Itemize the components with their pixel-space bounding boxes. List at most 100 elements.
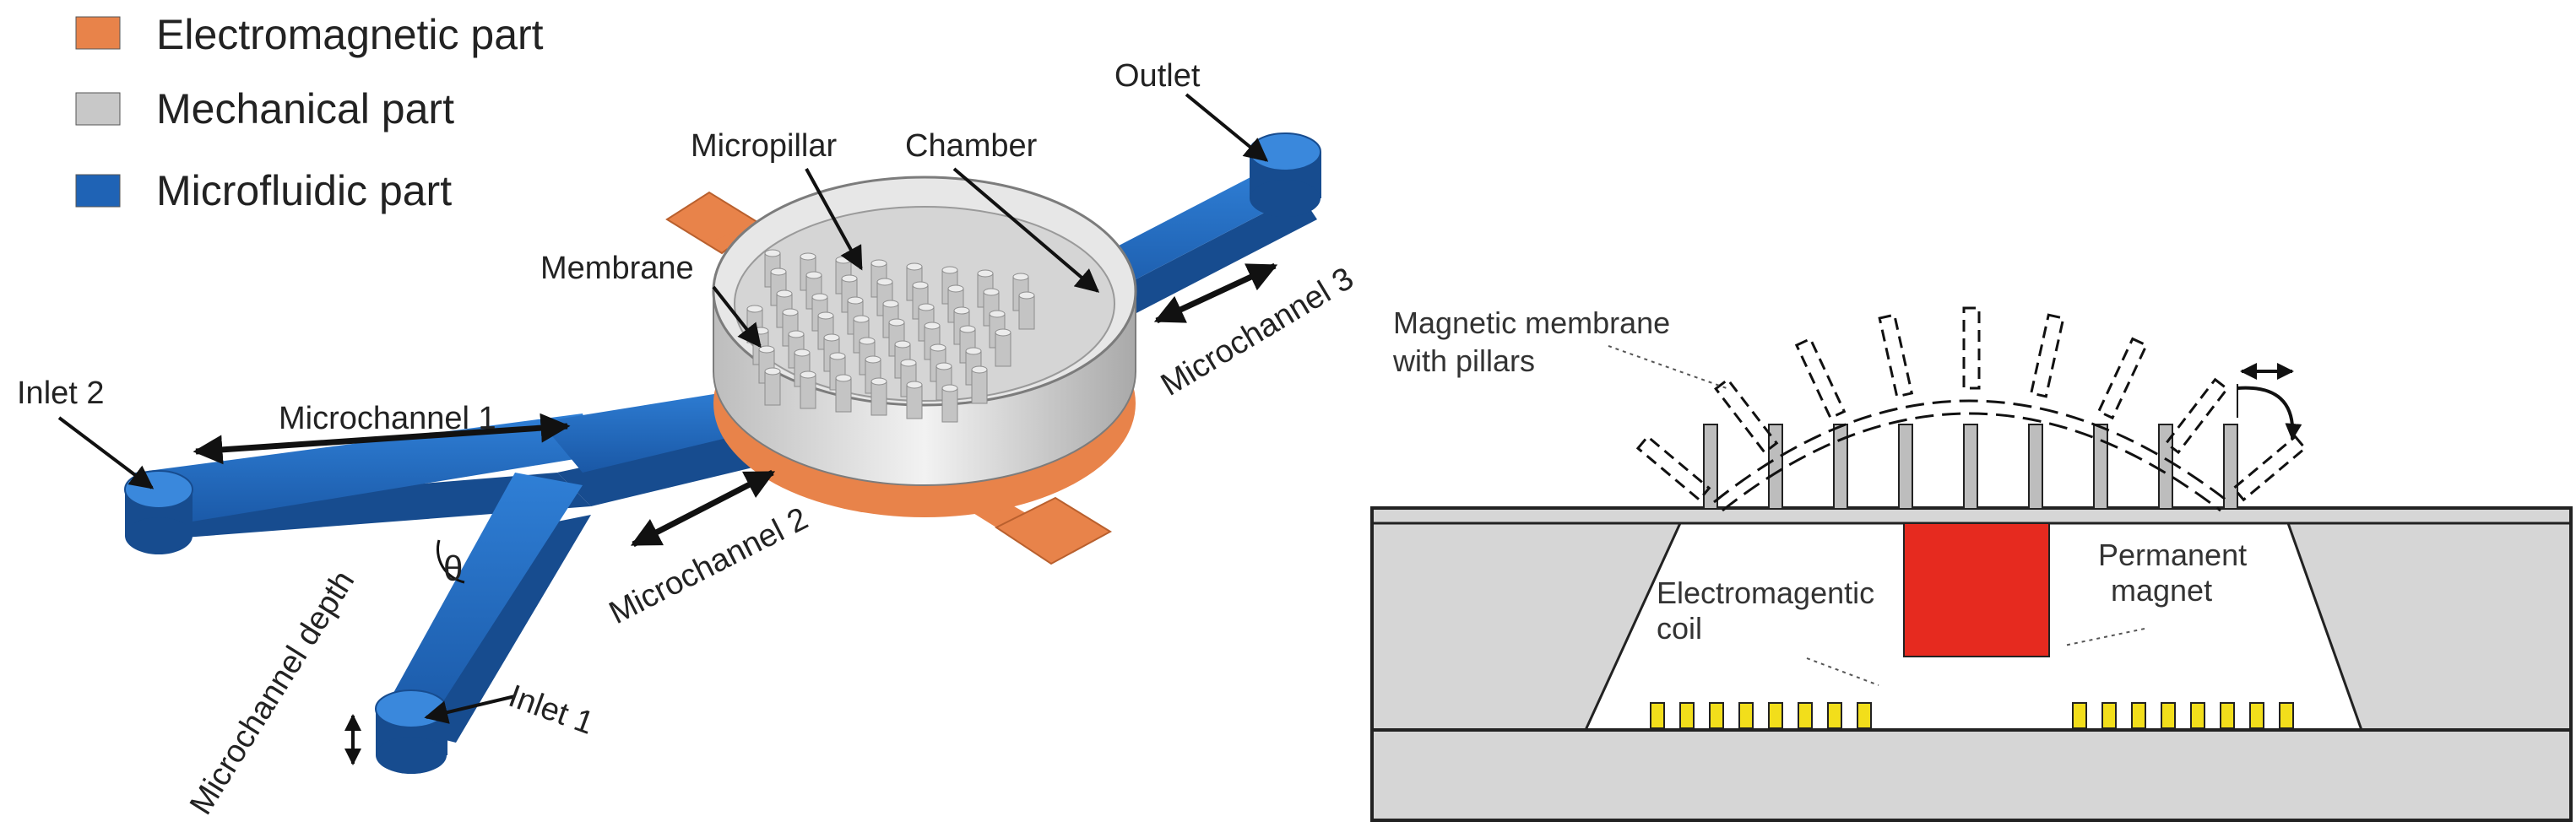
micropillar — [835, 374, 852, 413]
pillar — [1898, 424, 1913, 510]
port-inlet-2 — [124, 470, 193, 554]
device-3d: Electromagnetic part Mechanical part Mic… — [17, 11, 1360, 821]
cross-section: Magnetic membrane with pillars Permanent… — [1370, 305, 2573, 822]
coil-turn — [1827, 702, 1842, 729]
membrane-pointer — [712, 285, 762, 349]
deflected-pillar — [1962, 306, 1981, 390]
micropillar — [906, 381, 923, 419]
coil-turn — [1679, 702, 1695, 729]
pillar — [2223, 424, 2238, 510]
chamber-label: Chamber — [905, 128, 1038, 164]
legend-item-electromagnetic: Electromagnetic part — [75, 11, 544, 58]
deflected-membrane-arc — [1713, 399, 2230, 504]
coil-leader — [1806, 657, 1879, 686]
microchannel-1-arrow — [193, 413, 571, 465]
legend-swatch-electromagnetic — [75, 16, 121, 50]
microchannel-2-label: Microchannel 2 — [604, 501, 814, 631]
coil-turn — [2072, 702, 2087, 729]
coil-turn — [1857, 702, 1872, 729]
membrane-label-line2: with pillars — [1392, 343, 1535, 378]
inlet-1-label: Inlet 1 — [504, 678, 599, 742]
coil-turn — [2190, 702, 2205, 729]
micropillar-label: Micropillar — [691, 128, 837, 164]
micropillar — [971, 365, 988, 404]
legend-label-electromagnetic: Electromagnetic part — [156, 11, 544, 58]
chamber-pointer — [952, 167, 1100, 293]
micropillar — [800, 370, 816, 409]
deflected-pillar — [1635, 435, 1711, 502]
inlet-1-branch-top — [380, 473, 583, 734]
outlet-label: Outlet — [1114, 58, 1201, 94]
microchannel-1-label: Microchannel 1 — [279, 401, 496, 436]
membrane-label: Membrane — [540, 251, 694, 286]
coil-turn — [2220, 702, 2235, 729]
theta-arc — [436, 539, 465, 584]
micropillar — [941, 384, 958, 423]
pillar — [1963, 424, 1978, 510]
deflected-pillar — [2096, 337, 2149, 420]
micropillar — [1018, 291, 1035, 330]
deflected-pillar — [2029, 313, 2065, 398]
upright-pillars — [1703, 424, 2238, 510]
chamber — [712, 176, 1137, 517]
pillar — [1768, 424, 1783, 510]
pillar — [2158, 424, 2173, 510]
rotation-arrow — [2237, 386, 2302, 441]
pillar — [2028, 424, 2043, 510]
micropillar-array — [746, 249, 1035, 423]
legend-label-mechanical: Mechanical part — [156, 85, 454, 132]
micropillar — [870, 377, 887, 416]
coil-turn — [1650, 702, 1665, 729]
deflected-pillar — [1714, 377, 1779, 455]
legend-item-mechanical: Mechanical part — [75, 85, 454, 132]
theta-label: θ — [443, 549, 463, 588]
port-inlet-1 — [375, 689, 447, 774]
legend-label-microfluidic: Microfluidic part — [156, 167, 452, 214]
microchannel-2-arrow — [630, 469, 776, 548]
pillar — [1833, 424, 1848, 510]
microchannel-3-arrow — [1153, 262, 1278, 324]
membrane-label-line1: Magnetic membrane — [1393, 305, 1670, 340]
micropillar-pointer — [805, 168, 863, 271]
magnet-leader — [2064, 628, 2145, 646]
legend-swatch-microfluidic — [75, 174, 121, 208]
coil-turn — [1709, 702, 1724, 729]
electromagnetic-coil — [1650, 702, 2294, 729]
membrane-leader — [1608, 345, 1727, 389]
inlet-2-pointer — [57, 416, 155, 489]
deflected-pillar — [1794, 337, 1847, 420]
coil-turn — [1768, 702, 1783, 729]
coil-turn — [2101, 702, 2117, 729]
micropillar — [764, 367, 781, 406]
microchannel-depth-label: Microchannel depth — [183, 565, 361, 821]
micropillar — [995, 328, 1011, 367]
magnet-label-line2: magnet — [2111, 573, 2212, 608]
legend: Electromagnetic part Mechanical part Mic… — [75, 11, 544, 214]
inlet-1-branch-side — [422, 515, 591, 743]
outlet-pointer — [1185, 93, 1269, 162]
legend-swatch-mechanical — [75, 92, 121, 126]
coil-turn — [2279, 702, 2294, 729]
coil-label-line1: Electromagentic — [1657, 576, 1874, 610]
deflected-pillar — [2164, 377, 2229, 455]
deflected-pillars — [1635, 306, 2308, 502]
deflected-pillar — [1878, 313, 1914, 398]
deflected-membrane-arc-inner — [1722, 412, 2221, 512]
coil-turn — [2131, 702, 2146, 729]
coil-label-line2: coil — [1657, 611, 1702, 646]
magnet-label-line1: Permanent — [2098, 538, 2247, 572]
inlet-1-pointer — [424, 695, 516, 724]
permanent-magnet — [1903, 522, 2050, 657]
port-outlet — [1249, 132, 1321, 217]
microchannel-1-side — [144, 473, 591, 540]
pillar — [2093, 424, 2108, 510]
coil-turn — [2161, 702, 2176, 729]
legend-item-microfluidic: Microfluidic part — [75, 167, 452, 214]
inlet-2-label: Inlet 2 — [17, 376, 105, 411]
pillar — [1703, 424, 1718, 510]
coil-turn — [2249, 702, 2264, 729]
coil-turn — [1738, 702, 1754, 729]
coil-turn — [1798, 702, 1813, 729]
deflected-pillar — [2232, 435, 2308, 502]
